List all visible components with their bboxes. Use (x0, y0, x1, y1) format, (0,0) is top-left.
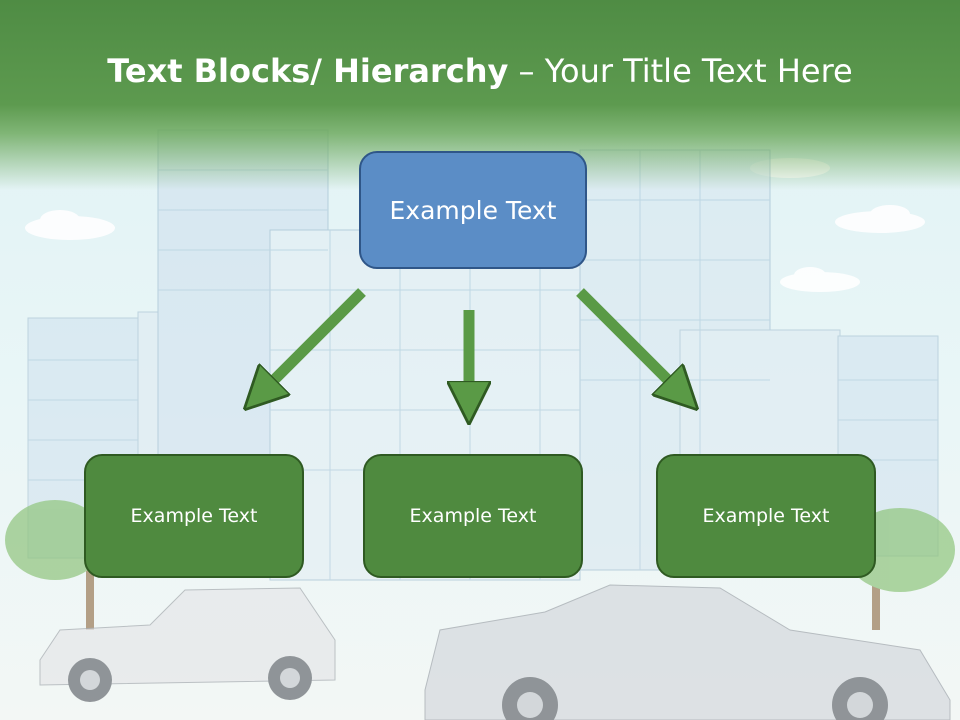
top-text-box[interactable]: Example Text (359, 151, 587, 269)
arrow-left (258, 288, 366, 396)
child-text-box-right[interactable]: Example Text (656, 454, 876, 578)
child-text-box-left[interactable]: Example Text (84, 454, 304, 578)
slide-title: Text Blocks/ Hierarchy – Your Title Text… (0, 52, 960, 90)
arrow-right (576, 288, 684, 396)
child-text-box-middle[interactable]: Example Text (363, 454, 583, 578)
cars (39, 584, 951, 720)
slide-title-regular: – Your Title Text Here (508, 52, 853, 90)
slide-title-bold: Text Blocks/ Hierarchy (107, 52, 509, 90)
